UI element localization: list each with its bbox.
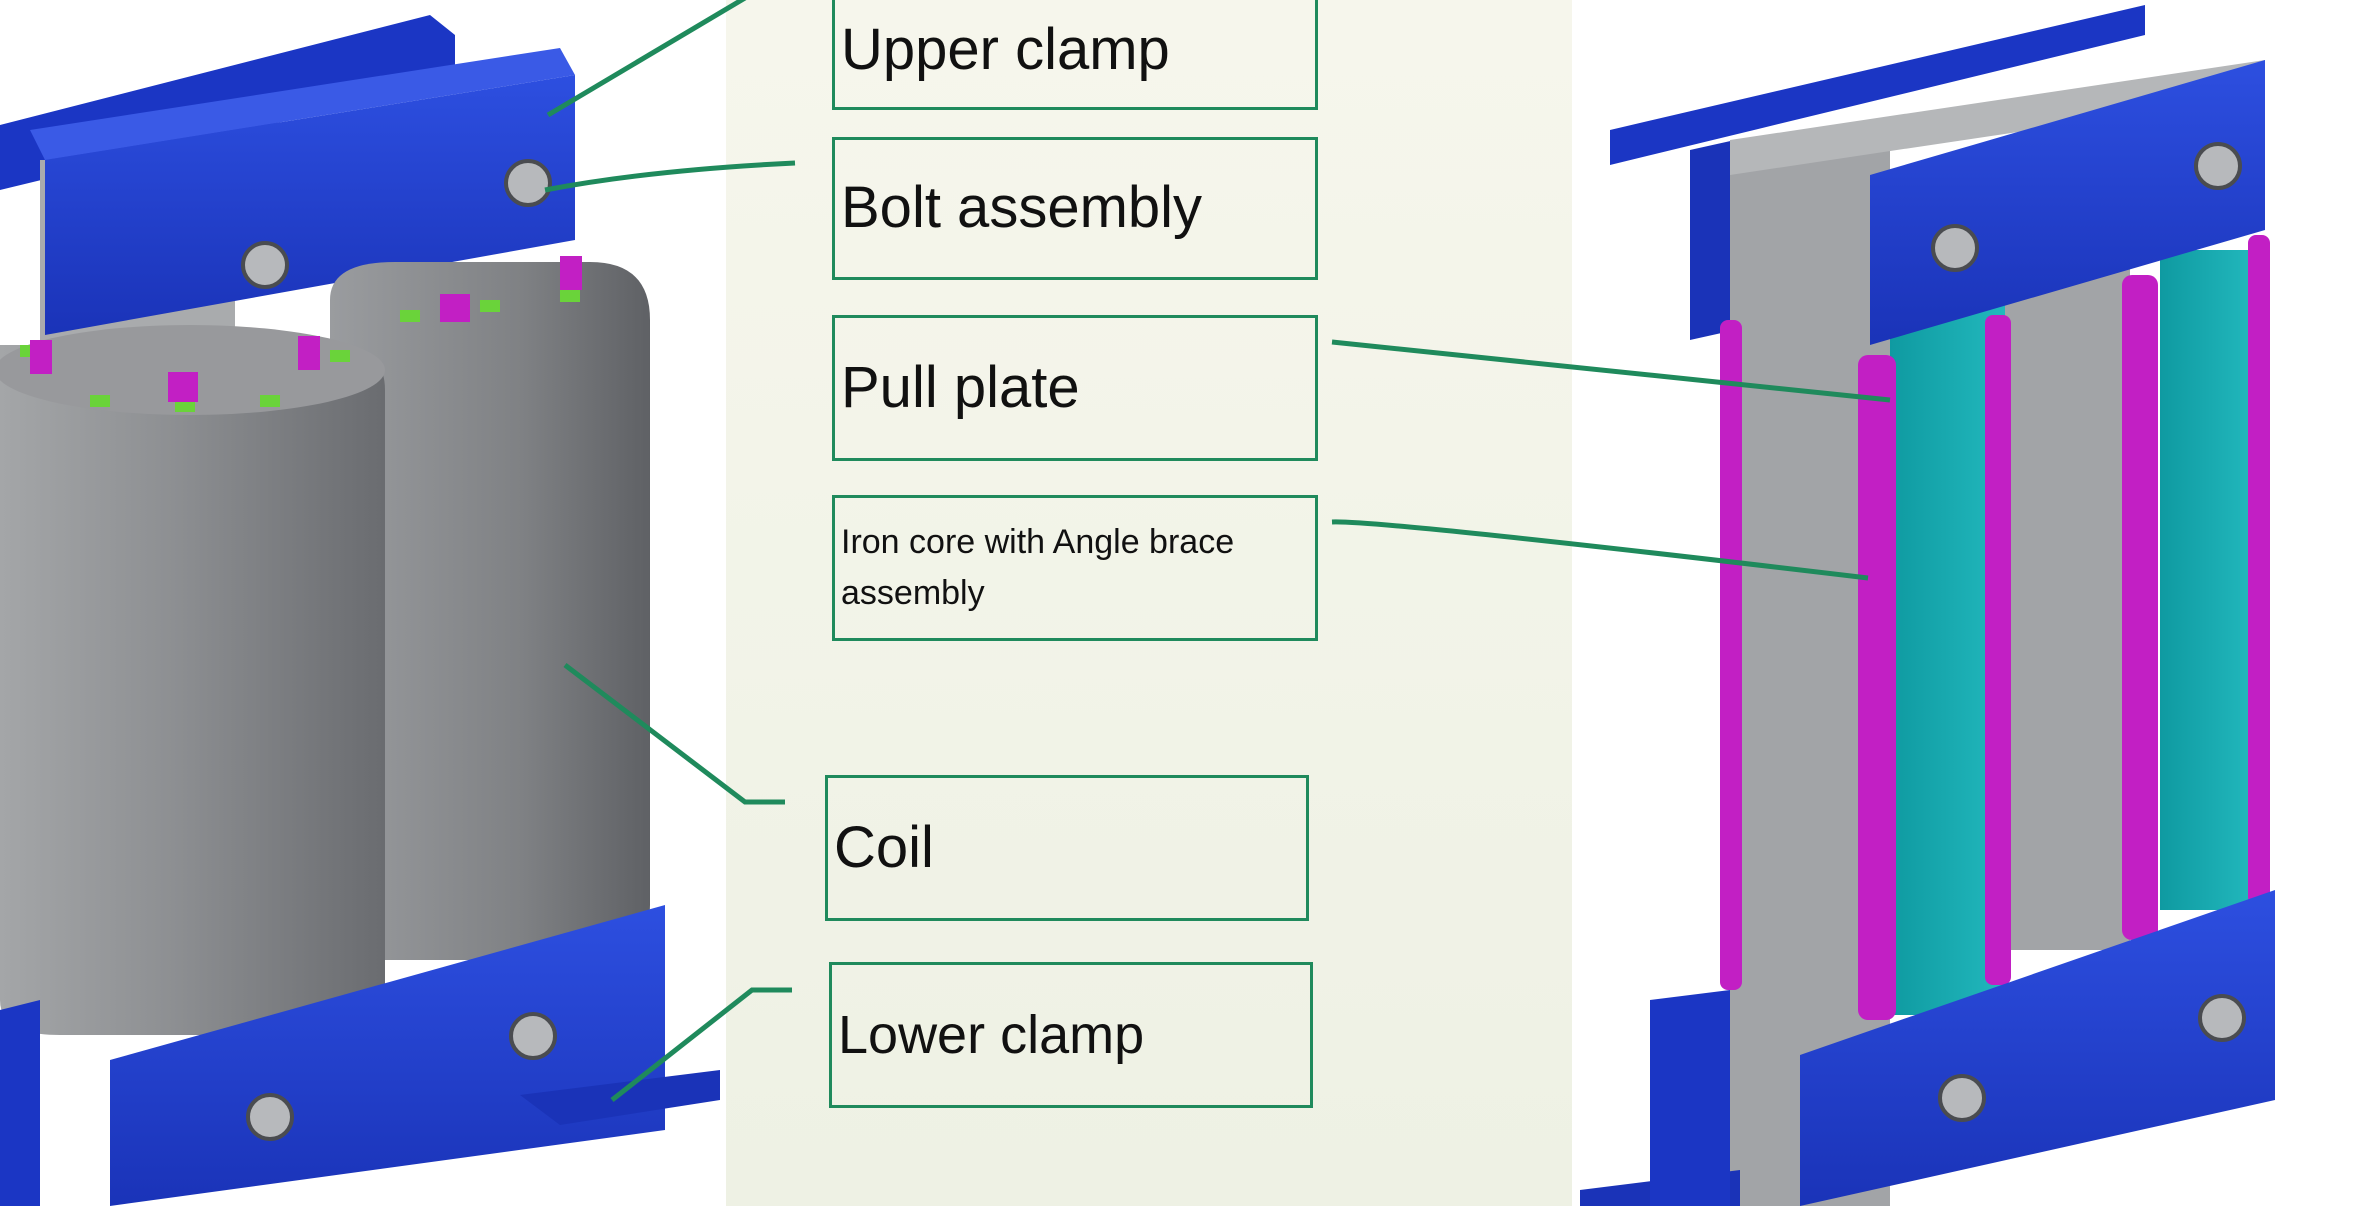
- left-coil-back: [330, 262, 650, 960]
- right-angle-brace-2: [2160, 250, 2255, 910]
- right-core-middle: [2005, 250, 2130, 950]
- right-bolt-lower-1: [1938, 1074, 1986, 1122]
- label-iron-core: Iron core with Angle brace assembly: [832, 495, 1318, 641]
- label-upper-clamp-text: Upper clamp: [841, 16, 1170, 82]
- left-bolt-lower-1: [246, 1093, 294, 1141]
- label-lower-clamp: Lower clamp: [829, 962, 1313, 1108]
- left-bolt-lower-2: [509, 1012, 557, 1060]
- label-coil: Coil: [825, 775, 1309, 921]
- label-iron-core-text: Iron core with Angle brace assembly: [841, 523, 1235, 612]
- right-bolt-lower-2: [2198, 994, 2246, 1042]
- label-coil-text: Coil: [834, 814, 934, 880]
- left-lower-clamp-flange: [520, 1070, 720, 1125]
- left-coil: [0, 345, 385, 1035]
- leader-coil: [563, 663, 785, 805]
- right-pull-plate-4: [2122, 275, 2158, 940]
- right-bolt-upper-2: [2194, 142, 2242, 190]
- left-transformer: [0, 15, 720, 1206]
- left-bolt-upper-2: [504, 159, 552, 207]
- left-upper-clamp: [45, 75, 575, 335]
- left-bolt-upper-1: [241, 241, 289, 289]
- right-upper-clamp-back: [1610, 5, 2145, 165]
- right-lower-clamp: [1800, 890, 2275, 1206]
- label-upper-clamp: Upper clamp: [832, 0, 1318, 110]
- left-lower-clamp: [110, 905, 665, 1206]
- label-pull-plate-text: Pull plate: [841, 354, 1080, 420]
- label-bolt-assembly: Bolt assembly: [832, 137, 1318, 280]
- right-pull-plate-2: [1858, 355, 1896, 1020]
- right-pull-plate-5: [2248, 235, 2270, 905]
- left-pull-plate-blocks: [30, 256, 582, 402]
- right-pull-plate-3: [1985, 315, 2011, 985]
- leader-pull-plate: [1331, 339, 1891, 403]
- leader-bolt-assembly: [544, 160, 796, 193]
- right-pull-plate-1: [1720, 320, 1742, 990]
- right-upper-clamp: [1870, 60, 2265, 345]
- center-panel-background: [726, 0, 1572, 1206]
- leader-upper-clamp: [546, 0, 747, 118]
- label-bolt-assembly-text: Bolt assembly: [841, 175, 1203, 241]
- label-pull-plate: Pull plate: [832, 315, 1318, 461]
- leader-lower-clamp: [610, 987, 792, 1102]
- right-transformer: [1580, 5, 2275, 1206]
- label-lower-clamp-text: Lower clamp: [838, 1004, 1145, 1065]
- leader-iron-core: [1331, 519, 1869, 581]
- leader-lines: [544, 0, 1891, 1102]
- right-bolt-upper-1: [1931, 224, 1979, 272]
